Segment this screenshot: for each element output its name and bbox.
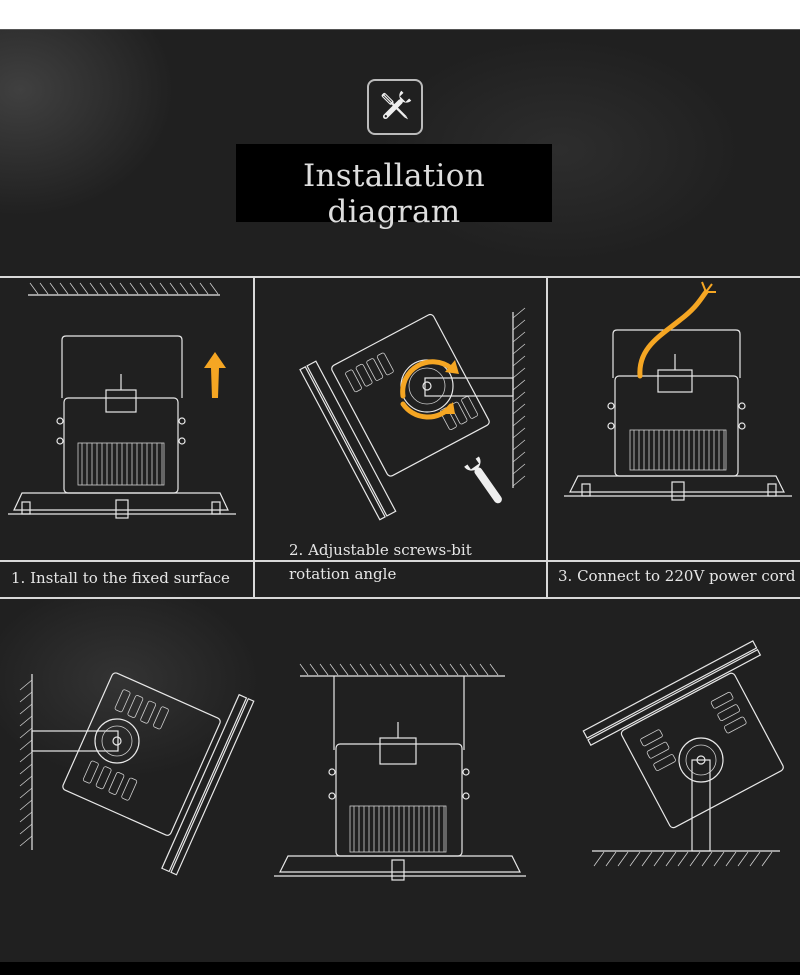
page-title: Installation diagram: [303, 158, 485, 230]
grid-line-bottom: [0, 597, 800, 599]
mounting-views: [0, 620, 800, 960]
power-cord-icon: [637, 289, 709, 379]
grid-divider-1: [253, 276, 255, 599]
step-2-caption-line-2: rotation angle: [289, 565, 397, 583]
step-1-illustration: [0, 278, 253, 560]
step-2-illustration: [255, 278, 546, 560]
grid-line-caption-top: [0, 560, 800, 562]
step-3-caption: 3. Connect to 220V power cord: [558, 567, 796, 585]
floor-mount-tilted-view: [582, 640, 784, 867]
wall-mount-side-view: [19, 672, 255, 876]
title-banner: Installation diagram: [236, 144, 552, 230]
ceiling-mount-front-view: [274, 663, 526, 881]
grid-divider-2: [546, 276, 548, 599]
grid-line-top: [0, 276, 800, 278]
step-2-caption-line-1: 2. Adjustable screws-bit: [289, 541, 472, 559]
step-3-illustration: [548, 278, 800, 560]
bottom-bar: [0, 962, 800, 975]
step-1-caption: 1. Install to the fixed surface: [11, 569, 230, 587]
tools-icon: [367, 79, 423, 135]
rotate-arrows-icon: [445, 360, 459, 374]
arrow-up-icon: [204, 352, 226, 398]
